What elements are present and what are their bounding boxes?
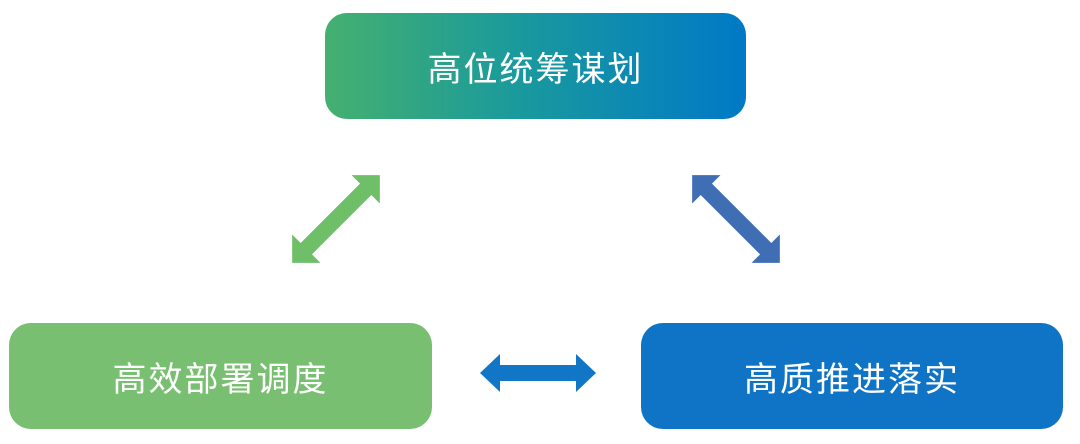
arrow-top-left bbox=[292, 175, 380, 263]
node-right: 高质推进落实 bbox=[641, 323, 1063, 429]
node-top-label: 高位统筹谋划 bbox=[427, 49, 644, 90]
node-left: 高效部署调度 bbox=[9, 323, 432, 429]
node-top: 高位统筹谋划 bbox=[325, 13, 746, 119]
arrow-left-right bbox=[480, 354, 596, 392]
node-right-label: 高质推进落实 bbox=[744, 359, 960, 400]
node-left-label: 高效部署调度 bbox=[112, 359, 329, 400]
arrow-top-right bbox=[692, 175, 780, 263]
